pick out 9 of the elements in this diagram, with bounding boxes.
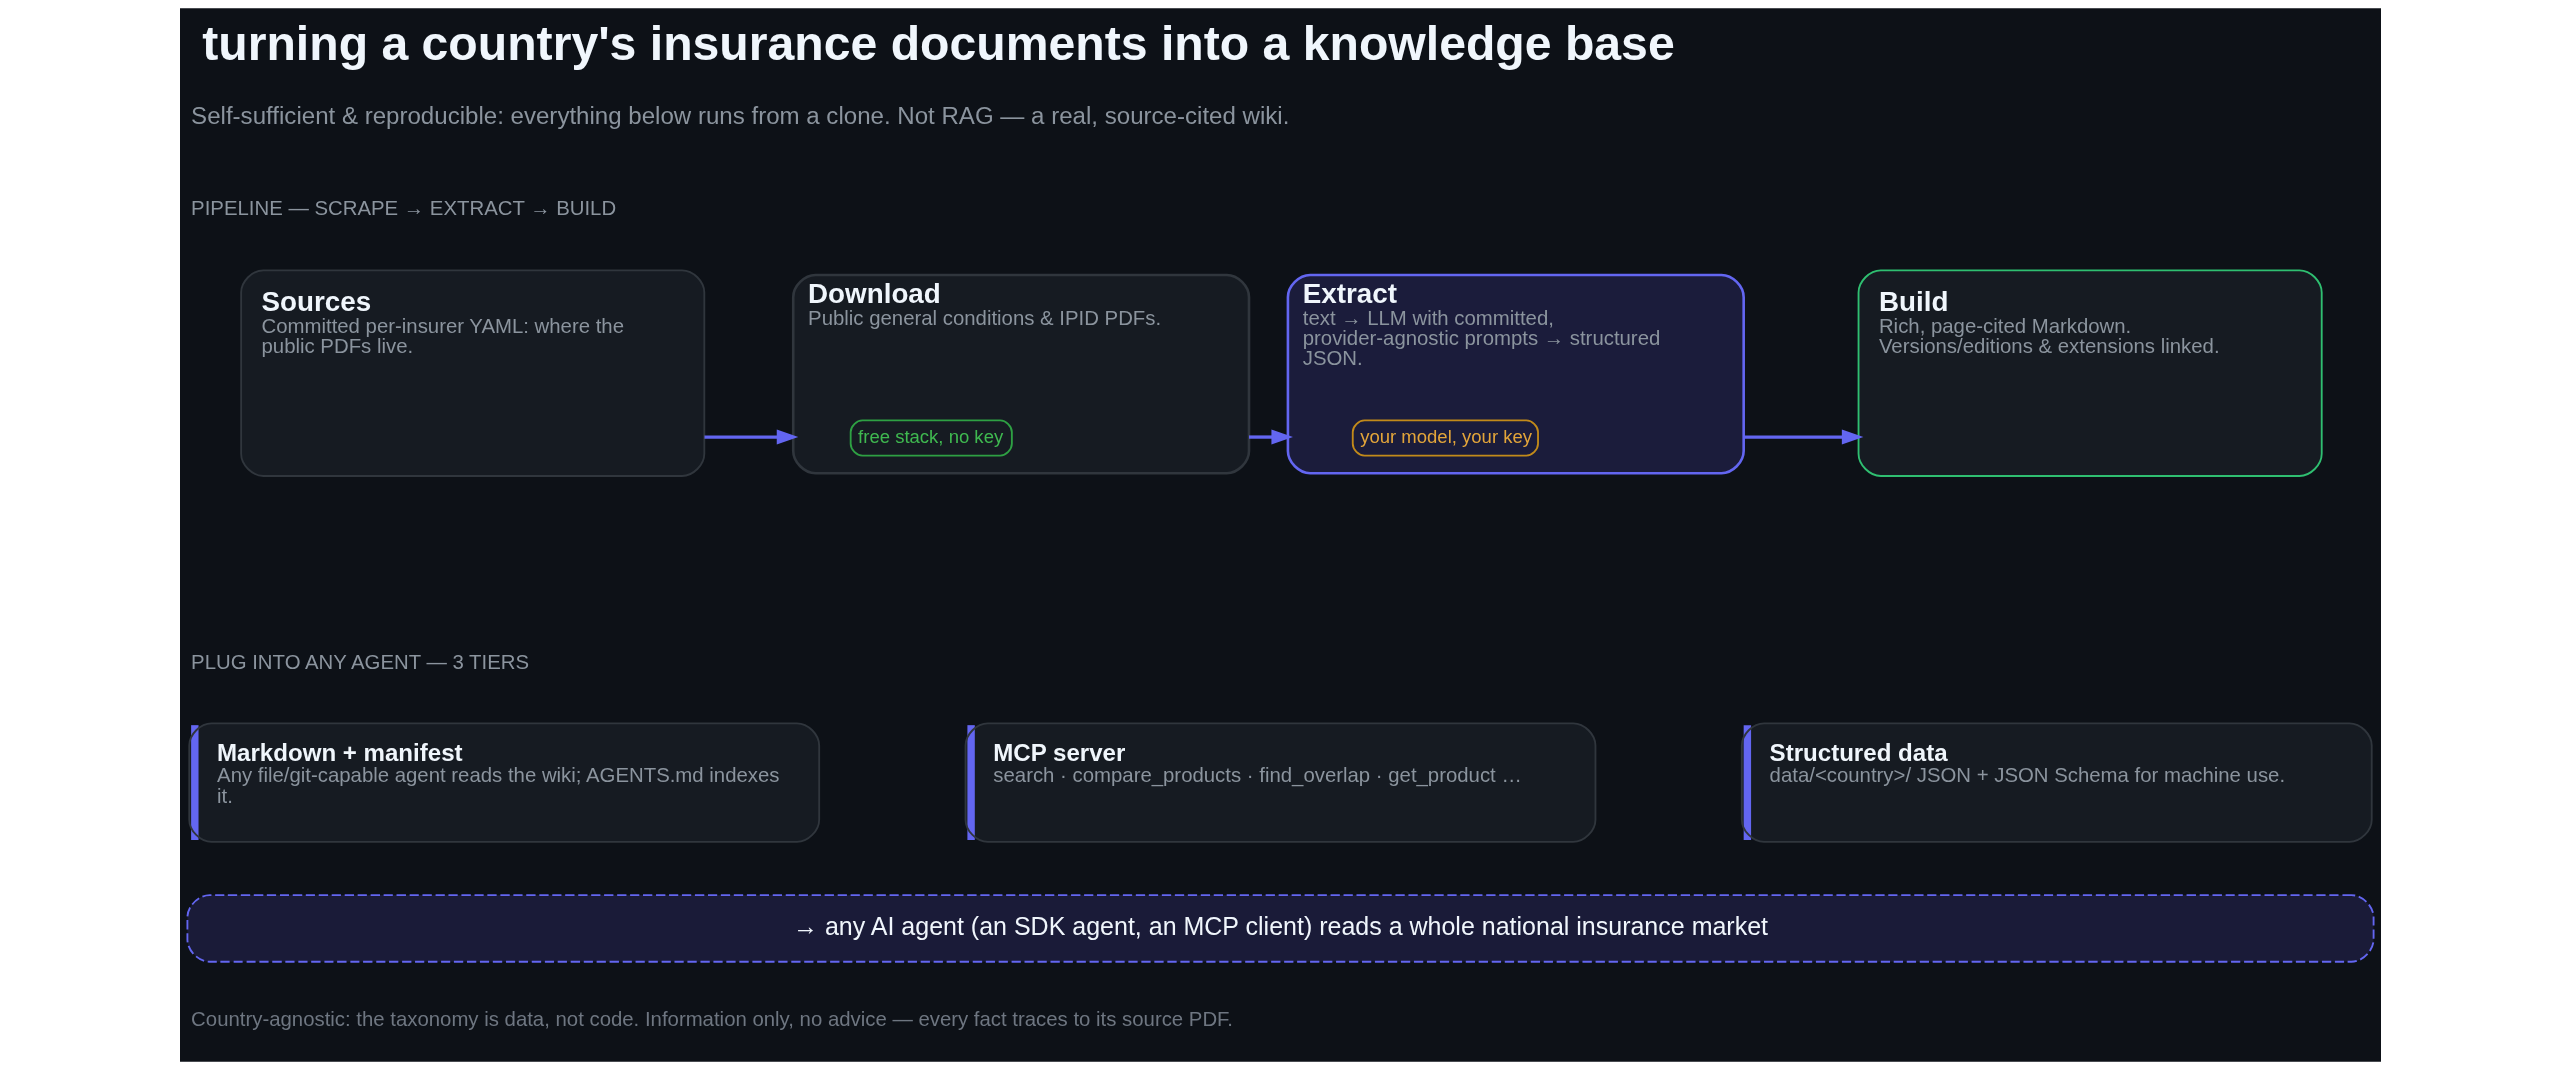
label: Country-agnostic: the taxonomy is data, not code. Information only, no advice — every fact traces to its source PDF. (190, 1008, 1233, 1031)
arrow (704, 429, 798, 445)
label: PLUG INTO ANY AGENT — 3 TIERS (190, 651, 529, 674)
diagram-title: turning a country's insurance documents into a knowledge base (201, 15, 1675, 70)
label: Self-sufficient & reproducible: everything below runs from a clone. Not RAG — a real, source-cited wiki. (190, 101, 1289, 129)
arrow (1248, 429, 1293, 445)
arrow (1743, 429, 1863, 445)
label: PIPELINE — SCRAPE → EXTRACT → BUILD (190, 197, 616, 220)
node-box: → any AI agent (an SDK agent, an MCP client) reads a whole national insurance market (186, 894, 2374, 963)
